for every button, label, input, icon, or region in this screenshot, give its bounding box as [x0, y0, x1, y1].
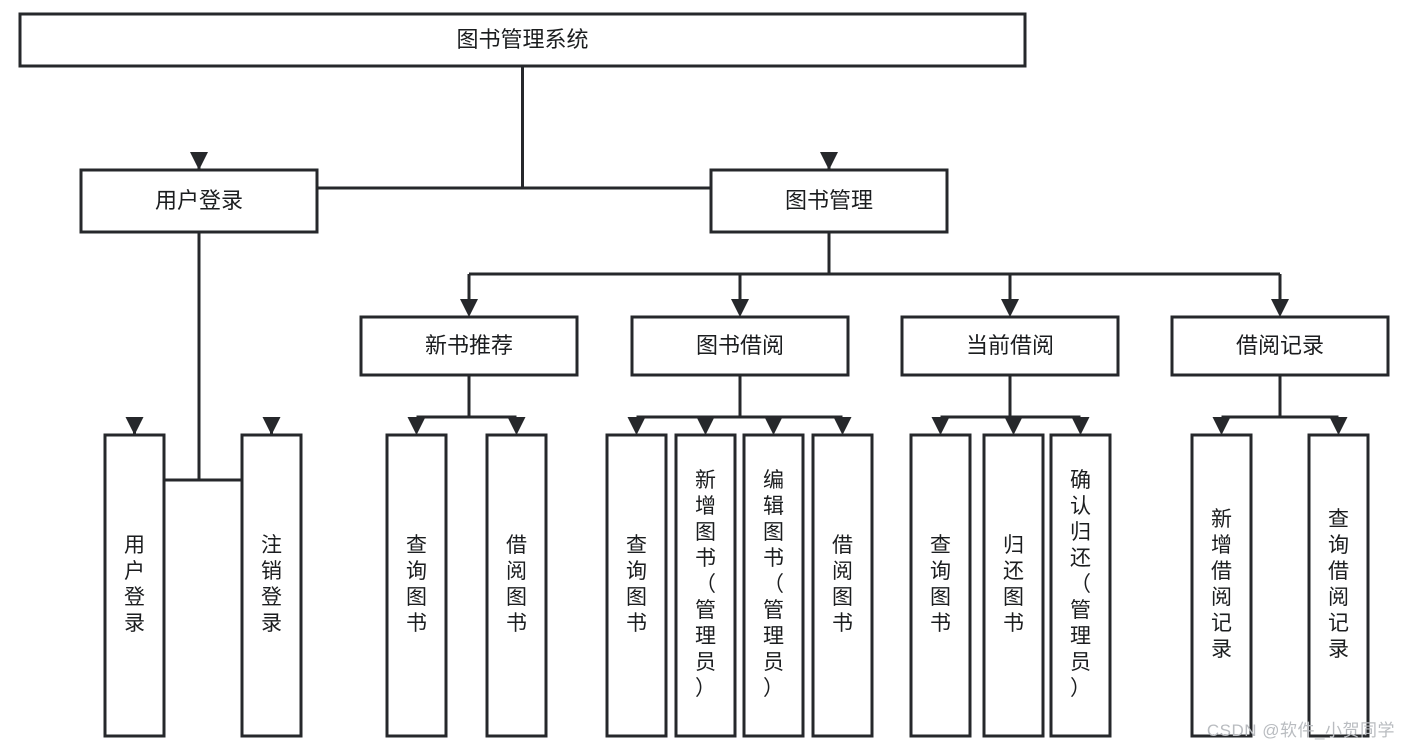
arrow-head-icon [696, 417, 715, 435]
node-leaf-add-book[interactable]: 新增图书（管理员） [674, 433, 737, 738]
node-box [1307, 433, 1370, 738]
node-box [18, 12, 1027, 68]
node-label: 用户登录 [155, 188, 243, 213]
node-box [909, 433, 972, 738]
arrow-head-icon [820, 152, 838, 170]
node-leaf-user-login[interactable]: 用户登录 [103, 433, 166, 738]
edge-group-borrow-record [1212, 375, 1348, 435]
node-new-book-recommend[interactable]: 新书推荐 [359, 315, 579, 377]
node-box [1190, 433, 1253, 738]
arrow-head-icon [1071, 417, 1090, 435]
node-box [982, 433, 1045, 738]
node-book-manage[interactable]: 图书管理 [709, 168, 949, 234]
node-box [900, 315, 1120, 377]
node-label: 编辑图书（管理员） [763, 469, 784, 700]
arrow-head-icon [627, 417, 646, 435]
edge-group-new-book-recommend [407, 375, 526, 435]
node-label: 当前借阅 [966, 333, 1054, 358]
node-label: 新增图书（管理员） [695, 469, 716, 700]
arrow-head-icon [1004, 417, 1023, 435]
node-book-borrow[interactable]: 图书借阅 [630, 315, 850, 377]
arrow-head-icon [125, 417, 144, 435]
node-box [709, 168, 949, 234]
arrow-head-icon [833, 417, 852, 435]
node-label: 新增借阅记录 [1211, 508, 1232, 661]
node-label: 查询图书 [626, 534, 647, 635]
node-box [674, 433, 737, 738]
arrow-head-icon [931, 417, 950, 435]
arrow-head-icon [764, 417, 783, 435]
arrow-head-icon [262, 417, 281, 435]
node-root[interactable]: 图书管理系统 [18, 12, 1027, 68]
edge-layer [125, 66, 1348, 482]
node-box [630, 315, 850, 377]
node-user-login[interactable]: 用户登录 [79, 168, 319, 234]
csdn-watermark: CSDN @软件_小贺同学 [1206, 721, 1395, 740]
node-box [240, 433, 303, 738]
node-current-borrow[interactable]: 当前借阅 [900, 315, 1120, 377]
node-leaf-return-book[interactable]: 归还图书 [982, 433, 1045, 738]
node-label: 归还图书 [1003, 534, 1024, 635]
node-box [1049, 433, 1112, 738]
arrow-head-icon [1329, 417, 1348, 435]
node-layer: 图书管理系统用户登录图书管理新书推荐图书借阅当前借阅借阅记录用户登录注销登录查询… [18, 12, 1390, 738]
node-label: 注销登录 [261, 534, 282, 635]
node-box [742, 433, 805, 738]
node-box [811, 433, 874, 738]
arrow-head-icon [1271, 299, 1289, 317]
node-box [79, 168, 319, 234]
edge-group-current-borrow [931, 375, 1090, 435]
node-box [359, 315, 579, 377]
node-label: 确认归还（管理员） [1070, 469, 1091, 700]
node-label: 图书管理系统 [456, 27, 588, 52]
node-leaf-query-book-borrow[interactable]: 查询图书 [605, 433, 668, 738]
arrow-head-icon [407, 417, 426, 435]
arrow-head-icon [731, 299, 749, 317]
node-leaf-borrow-book[interactable]: 借阅图书 [811, 433, 874, 738]
arrow-head-icon [190, 152, 208, 170]
arrow-head-icon [1001, 299, 1019, 317]
node-leaf-query-book-rec[interactable]: 查询图书 [385, 433, 448, 738]
node-borrow-record[interactable]: 借阅记录 [1170, 315, 1390, 377]
node-label: 新书推荐 [425, 333, 513, 358]
node-label: 用户登录 [124, 534, 145, 635]
node-leaf-query-book-current[interactable]: 查询图书 [909, 433, 972, 738]
node-leaf-borrow-book-rec[interactable]: 借阅图书 [485, 433, 548, 738]
node-label: 借阅图书 [832, 534, 853, 635]
arrow-head-icon [507, 417, 526, 435]
node-box [485, 433, 548, 738]
node-label: 查询借阅记录 [1328, 508, 1349, 661]
node-leaf-edit-book[interactable]: 编辑图书（管理员） [742, 433, 805, 738]
node-label: 查询图书 [406, 534, 427, 635]
node-leaf-confirm-return[interactable]: 确认归还（管理员） [1049, 433, 1112, 738]
arrow-head-icon [460, 299, 478, 317]
node-label: 图书管理 [785, 188, 873, 213]
node-box [385, 433, 448, 738]
node-box [1170, 315, 1390, 377]
edge-group-book-borrow [627, 375, 852, 435]
arrow-head-icon [1212, 417, 1231, 435]
node-leaf-add-record[interactable]: 新增借阅记录 [1190, 433, 1253, 738]
node-label: 借阅记录 [1236, 333, 1324, 358]
node-box [605, 433, 668, 738]
node-leaf-query-record[interactable]: 查询借阅记录 [1307, 433, 1370, 738]
node-label: 查询图书 [930, 534, 951, 635]
node-label: 图书借阅 [696, 333, 784, 358]
edge-group-book-manage [460, 232, 1289, 317]
node-leaf-user-logout[interactable]: 注销登录 [240, 433, 303, 738]
node-label: 借阅图书 [506, 534, 527, 635]
node-box [103, 433, 166, 738]
